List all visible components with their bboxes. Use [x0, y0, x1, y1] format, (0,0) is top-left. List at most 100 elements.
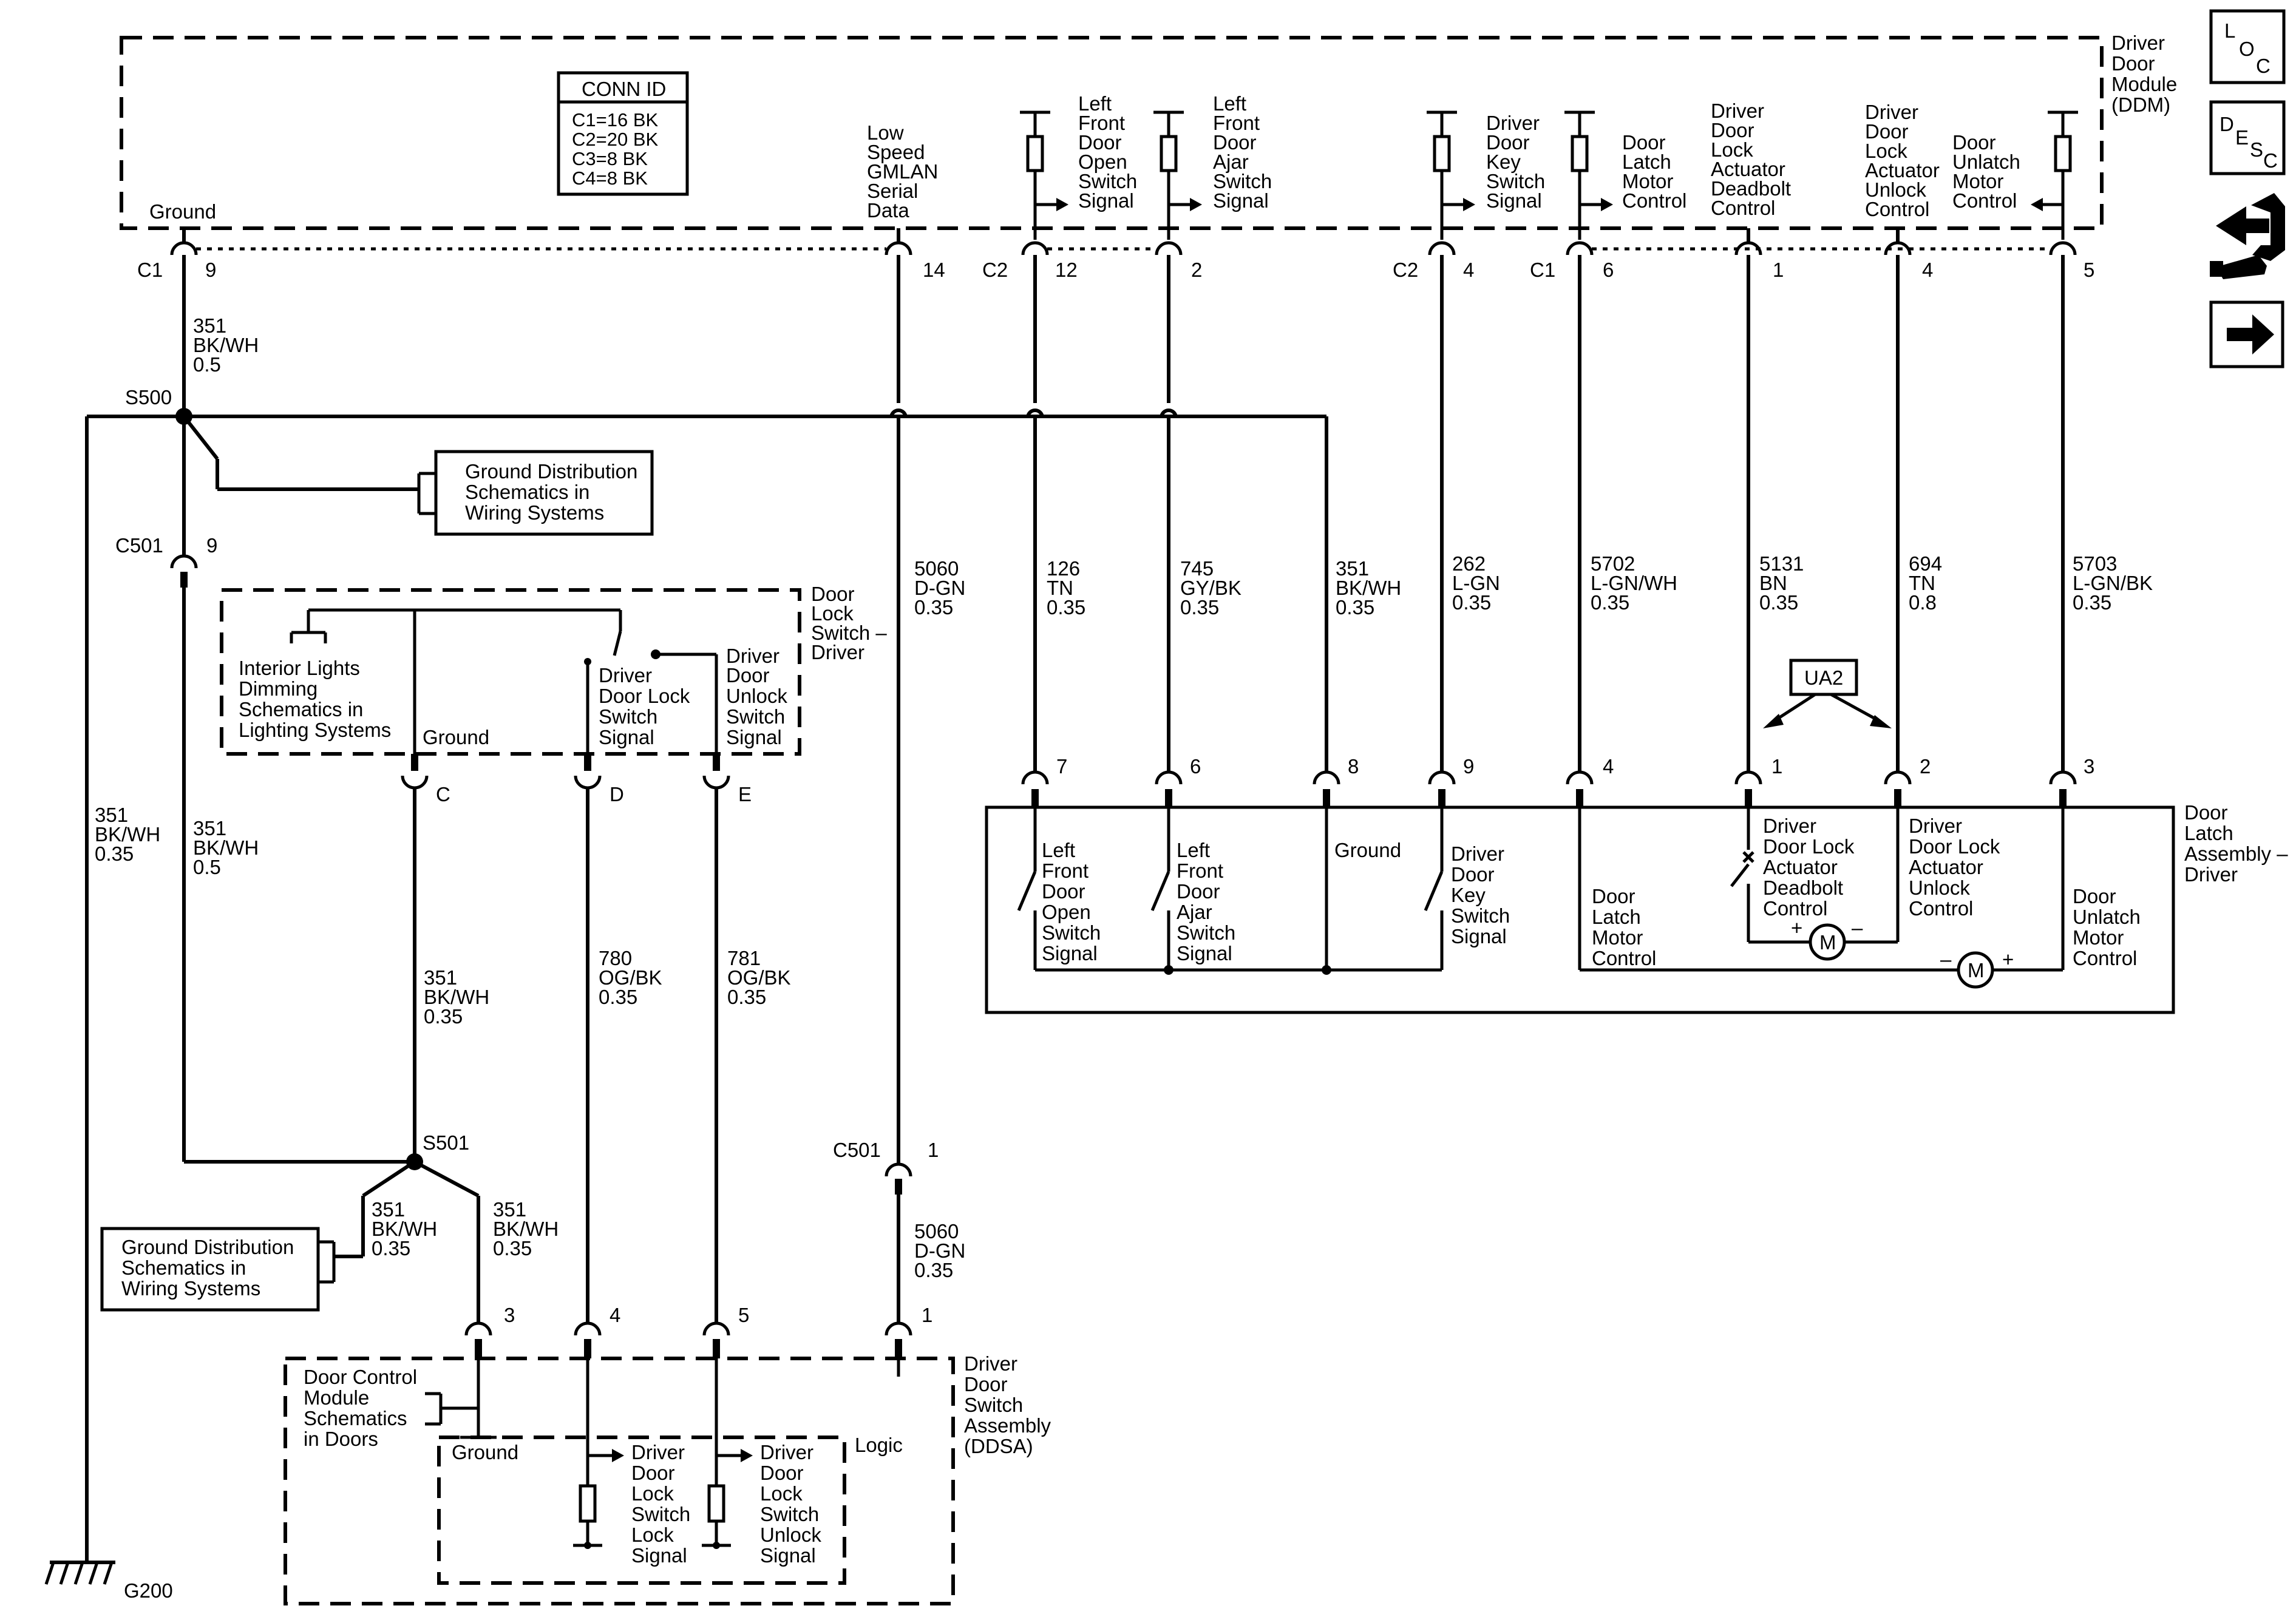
g200-label: G200 — [124, 1579, 173, 1602]
ddm-title: Driver Door Module (DDM) — [2111, 32, 2177, 116]
wire-label-5060-bot: 5060 D-GN 0.35 — [914, 1220, 965, 1281]
svg-text:Door: Door — [1451, 863, 1495, 886]
desc-button[interactable]: D E S C — [2209, 100, 2286, 175]
svg-text:Latch: Latch — [2184, 822, 2233, 844]
s501-label: S501 — [423, 1131, 469, 1154]
latch-ground-label: Ground — [1334, 839, 1401, 861]
connector-tool-icon[interactable] — [2210, 193, 2285, 279]
svg-text:Actuator: Actuator — [1763, 856, 1838, 878]
svg-text:Driver: Driver — [1763, 815, 1816, 837]
svg-text:Switch: Switch — [964, 1394, 1023, 1416]
ddm-gmlan-label: Low Speed GMLAN Serial Data — [867, 121, 938, 222]
svg-text:0.35: 0.35 — [372, 1237, 410, 1259]
svg-text:4: 4 — [1922, 259, 1933, 281]
wire-label-351-c: 351 BK/WH 0.35 — [424, 966, 489, 1028]
svg-text:OG/BK: OG/BK — [727, 966, 791, 989]
svg-text:Actuator: Actuator — [1865, 159, 1940, 181]
wire-label-351-g200: 351 BK/WH 0.35 — [95, 804, 160, 865]
svg-text:Driver: Driver — [1451, 842, 1504, 865]
wire-label-351-3: 351 BK/WH 0.35 — [493, 1198, 559, 1259]
svg-text:Unlock: Unlock — [1865, 178, 1926, 201]
svg-text:2: 2 — [1191, 259, 1202, 281]
svg-text:Front: Front — [1078, 112, 1125, 134]
latch-pin-labels: 7 6 8 9 4 1 2 3 — [1056, 755, 2094, 778]
loc-button[interactable]: L O C — [2209, 9, 2286, 84]
svg-text:Dimming: Dimming — [239, 677, 318, 700]
svg-text:OG/BK: OG/BK — [599, 966, 662, 989]
svg-text:0.5: 0.5 — [193, 856, 221, 878]
svg-text:0.35: 0.35 — [914, 1259, 953, 1281]
svg-text:+: + — [2002, 948, 2014, 971]
svg-text:Switch –: Switch – — [811, 622, 887, 644]
next-arrow-icon[interactable] — [2209, 300, 2284, 368]
svg-text:BK/WH: BK/WH — [95, 823, 160, 846]
latch-internal-wiring: M – + + M + – — [1017, 807, 2065, 989]
svg-text:Deadbolt: Deadbolt — [1763, 876, 1843, 899]
svg-text:Lock: Lock — [1865, 140, 1907, 162]
svg-text:5060: 5060 — [914, 557, 959, 580]
svg-text:126: 126 — [1047, 557, 1080, 580]
svg-text:C4=8 BK: C4=8 BK — [572, 168, 648, 189]
wire-label-745: 745 GY/BK 0.35 — [1180, 557, 1241, 619]
svg-text:Deadbolt: Deadbolt — [1711, 177, 1791, 200]
pin-e-label: E — [738, 783, 752, 805]
svg-text:2: 2 — [1920, 755, 1931, 778]
svg-text:6: 6 — [1190, 755, 1201, 778]
c501-label: C501 — [115, 534, 163, 557]
svg-text:TN: TN — [1909, 572, 1935, 594]
svg-text:C2=20 BK: C2=20 BK — [572, 129, 659, 150]
svg-text:BK/WH: BK/WH — [372, 1218, 437, 1240]
ddsa-unlock-signal-label: Driver Door Lock Switch Unlock Signal — [760, 1441, 821, 1567]
svg-text:Control: Control — [1909, 897, 1973, 920]
svg-text:Door: Door — [631, 1462, 675, 1484]
wire-label-5703: 5703 L-GN/BK 0.35 — [2073, 552, 2153, 614]
svg-text:Front: Front — [1213, 112, 1260, 134]
svg-text:Door: Door — [1177, 880, 1220, 903]
svg-text:Control: Control — [1622, 189, 1686, 212]
wire-label-351-latch: 351 BK/WH 0.35 — [1336, 557, 1401, 619]
conn-id-table: CONN ID C1=16 BK C2=20 BK C3=8 BK C4=8 B… — [557, 71, 689, 196]
svg-text:9: 9 — [1463, 755, 1474, 778]
svg-text:C2: C2 — [982, 259, 1008, 281]
svg-text:Signal: Signal — [631, 1544, 687, 1567]
svg-text:Schematics in: Schematics in — [239, 698, 363, 720]
ua2-callout: UA2 — [1763, 659, 1892, 728]
wire-label-351-c501: 351 BK/WH 0.5 — [193, 817, 259, 878]
svg-text:Control: Control — [1952, 189, 2017, 212]
svg-text:5703: 5703 — [2073, 552, 2117, 575]
svg-text:1: 1 — [922, 1304, 932, 1326]
svg-text:Key: Key — [1451, 884, 1486, 906]
svg-text:Door: Door — [1711, 119, 1754, 141]
svg-text:Door: Door — [1592, 885, 1635, 907]
ddsa-box — [284, 1357, 955, 1605]
svg-text:Driver: Driver — [2184, 863, 2238, 886]
svg-text:C2: C2 — [1393, 259, 1418, 281]
pin-c-label: C — [436, 783, 450, 805]
door-lock-switch-box — [220, 588, 801, 756]
svg-text:4: 4 — [1603, 755, 1614, 778]
svg-text:–: – — [1940, 948, 1952, 971]
c501b-label: C501 — [833, 1139, 881, 1161]
svg-text:+: + — [1791, 917, 1802, 939]
svg-text:Latch: Latch — [1622, 151, 1671, 173]
svg-text:CONN ID: CONN ID — [582, 78, 666, 100]
svg-text:Wiring Systems: Wiring Systems — [465, 501, 604, 524]
ddsa-pin-labels: 3 4 5 1 — [504, 1304, 932, 1326]
svg-text:Switch: Switch — [1042, 921, 1101, 944]
svg-text:0.35: 0.35 — [1180, 596, 1219, 619]
svg-text:GMLAN: GMLAN — [867, 160, 938, 183]
ddsa-logic-label: Logic — [855, 1434, 903, 1456]
svg-text:781: 781 — [727, 947, 761, 969]
svg-text:C1: C1 — [1530, 259, 1555, 281]
svg-text:L-GN/BK: L-GN/BK — [2073, 572, 2153, 594]
svg-text:Lock: Lock — [1711, 138, 1753, 161]
svg-text:Schematics in: Schematics in — [465, 481, 589, 503]
latch-deadbolt-label: Driver Door Lock Actuator Deadbolt Contr… — [1763, 815, 1855, 920]
svg-text:Driver: Driver — [760, 1441, 813, 1463]
svg-text:D-GN: D-GN — [914, 1239, 965, 1262]
svg-text:Switch: Switch — [1486, 170, 1545, 192]
svg-text:D-GN: D-GN — [914, 577, 965, 599]
svg-text:0.35: 0.35 — [1047, 596, 1085, 619]
svg-text:1: 1 — [1771, 755, 1782, 778]
svg-text:C: C — [2256, 55, 2271, 77]
